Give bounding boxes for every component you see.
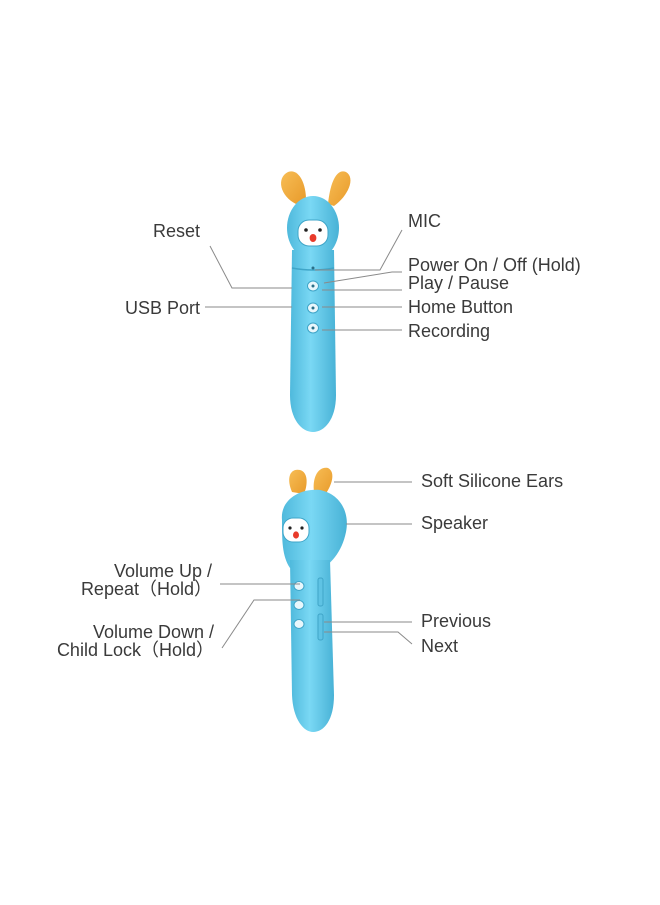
label-recording: Recording xyxy=(408,321,491,341)
label-speaker: Speaker xyxy=(421,513,489,533)
pen-side-view xyxy=(281,467,347,732)
label-home-button: Home Button xyxy=(408,297,514,317)
label-child-lock-hold: Child Lock（Hold） xyxy=(56,640,214,660)
label-next: Next xyxy=(421,636,459,656)
label-previous: Previous xyxy=(421,611,492,631)
nose xyxy=(309,234,317,242)
leader-lines-bottom xyxy=(220,481,413,649)
label-soft-silicone-ears: Soft Silicone Ears xyxy=(421,471,564,491)
pen-head-side xyxy=(281,489,347,570)
left-ear-side xyxy=(289,469,307,494)
pen-face xyxy=(297,219,329,247)
label-mic: MIC xyxy=(408,211,441,231)
extra-button[interactable] xyxy=(293,619,305,629)
prev-next-rocker[interactable] xyxy=(317,613,324,641)
label-usb-port: USB Port xyxy=(124,298,200,318)
volume-down-button[interactable] xyxy=(293,600,305,610)
label-play-pause: Play / Pause xyxy=(408,273,510,293)
label-volume-down: Volume Down / xyxy=(92,622,214,642)
pen-front-view xyxy=(281,171,351,432)
label-volume-up: Volume Up / xyxy=(113,561,212,581)
volume-up-button[interactable] xyxy=(293,581,305,591)
left-ear xyxy=(281,171,306,204)
label-repeat-hold: Repeat（Hold） xyxy=(80,579,212,599)
pen-body xyxy=(290,250,336,432)
right-ear xyxy=(328,171,351,206)
side-rocker[interactable] xyxy=(317,577,324,607)
right-ear-side xyxy=(313,467,333,496)
mic-hole xyxy=(311,266,315,270)
pen-face-side xyxy=(282,517,310,543)
label-reset: Reset xyxy=(152,221,200,241)
label-power: Power On / Off (Hold) xyxy=(408,255,581,275)
leader-lines-top xyxy=(205,229,403,331)
